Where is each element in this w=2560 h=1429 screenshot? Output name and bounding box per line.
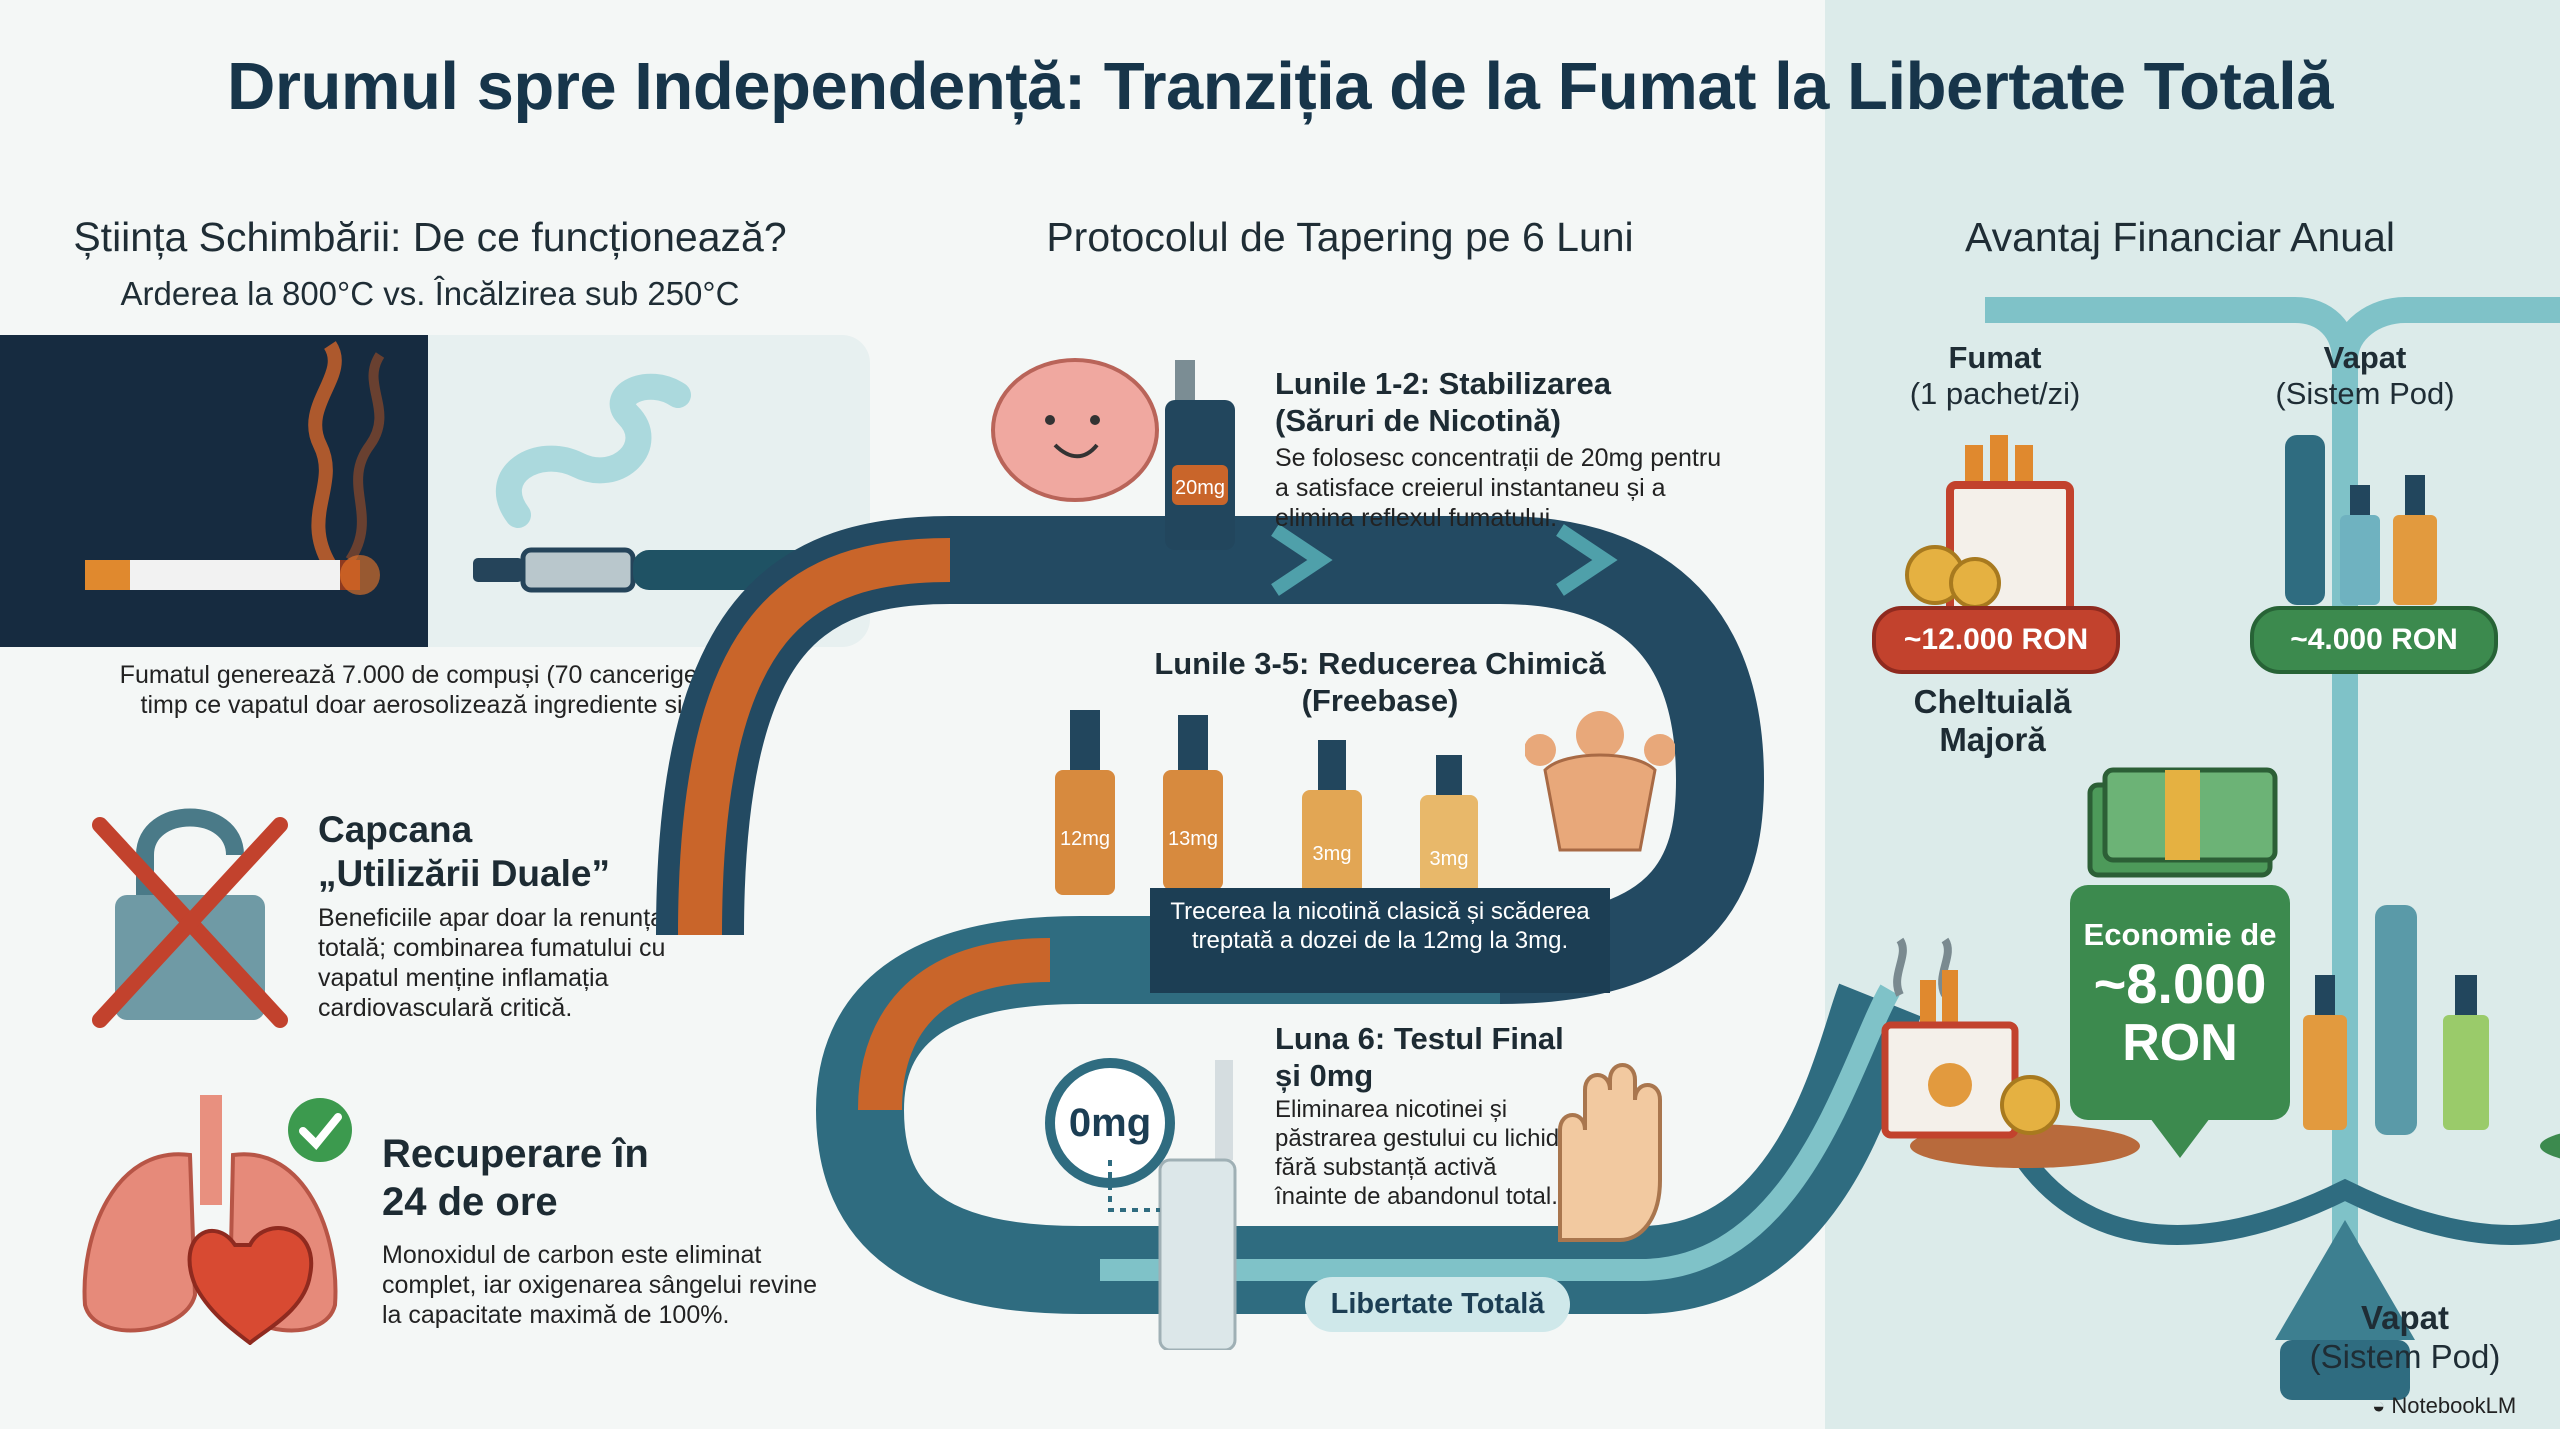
bottle-label-1: 12mg — [1060, 828, 1110, 850]
bottle-label-2: 13mg — [1168, 828, 1218, 850]
stage3-text: Eliminarea nicotinei și păstrarea gestul… — [1275, 1096, 1560, 1210]
nicotine-bottles: 12mg 13mg 3mg 3mg — [1055, 710, 1478, 895]
cigarette-pack-coins-icon — [1905, 435, 2074, 615]
cigarette-panel — [0, 335, 428, 647]
smoking-label-line1: Fumat — [1948, 340, 2042, 375]
major-expense-line1: Cheltuială — [1913, 683, 2072, 720]
lungs-heart-icon — [75, 1095, 365, 1346]
muscular-figure-icon — [1525, 711, 1675, 852]
stage1-text: Se folosesc concentrații de 20mg pentru … — [1275, 444, 1722, 532]
savings-pointer — [2150, 1118, 2210, 1158]
bottle-13mg: 13mg — [1163, 715, 1223, 890]
savings-line3: RON — [2122, 1014, 2238, 1072]
zero-mg-badge: 0mg — [1045, 1058, 1175, 1188]
stage1-title-line2: (Săruri de Nicotină) — [1275, 403, 1561, 438]
stage3-title-line1: Luna 6: Testul Final — [1275, 1021, 1564, 1056]
vaping-label: Vapat (Sistem Pod) — [2255, 340, 2475, 412]
bottom-vaping-label: Vapat (Sistem Pod) — [2285, 1298, 2525, 1376]
bottle-label-4: 3mg — [1430, 848, 1469, 870]
vaping-cost: ~4.000 RON — [2250, 606, 2498, 674]
vaping-label-line1: Vapat — [2323, 340, 2407, 375]
stage2-banner-text: Trecerea la nicotină clasică și scăderea… — [1170, 898, 1590, 954]
recovery-title-line2: 24 de ore — [382, 1180, 558, 1224]
savings-line1: Economie de — [2083, 917, 2277, 952]
stage2-title: Lunile 3-5: Reducerea Chimică (Freebase) — [1100, 645, 1660, 719]
branding-text: NotebookLM — [2391, 1393, 2517, 1418]
stage2-banner: Trecerea la nicotină clasică și scăderea… — [1150, 888, 1610, 993]
stage2-title-line2: (Freebase) — [1301, 683, 1459, 718]
science-subheading: Arderea la 800°C vs. Încălzirea sub 250°… — [120, 275, 740, 312]
stage3-title: Luna 6: Testul Final și 0mg — [1275, 1020, 1564, 1094]
bottle-label-3: 3mg — [1313, 843, 1352, 865]
dual-use-title: Capcana „Utilizării Duale” — [318, 808, 610, 896]
smoking-label: Fumat (1 pachet/zi) — [1895, 340, 2095, 412]
pod-and-liquids-icon — [2285, 435, 2437, 605]
page-title: Drumul spre Independență: Tranziția de l… — [227, 49, 2333, 124]
money-stack-icon — [2087, 767, 2278, 878]
savings-card: Economie de ~8.000 RON — [2070, 885, 2290, 1120]
recovery-title-line1: Recuperare în — [382, 1132, 649, 1176]
pod-device-icon — [1108, 1060, 1237, 1350]
pan-pod-liquids-icon — [2303, 905, 2489, 1135]
burning-cigarette-icon — [85, 341, 385, 595]
smoking-label-line2: (1 pachet/zi) — [1909, 376, 2081, 411]
tapering-heading: Protocolul de Tapering pe 6 Luni — [1046, 214, 1634, 260]
recovery-text: Monoxidul de carbon este eliminat comple… — [382, 1241, 817, 1329]
stage3-title-line2: și 0mg — [1275, 1058, 1374, 1093]
branding: ◒ NotebookLM — [2372, 1393, 2516, 1419]
comparison-text: Fumatul generează 7.000 de compuși (70 c… — [119, 661, 761, 719]
balance-scale — [1910, 297, 2560, 1400]
major-expense-note: Cheltuială Majoră — [1890, 683, 2095, 759]
recovery-title: Recuperare în 24 de ore — [382, 1130, 649, 1226]
brain-and-device-icon: 20mg — [991, 358, 1235, 550]
bottom-vaping-label-line1: Vapat — [2360, 1299, 2450, 1336]
stage1-title-line1: Lunile 1-2: Stabilizarea — [1275, 366, 1611, 401]
right-panel-background — [1825, 0, 2560, 1429]
financial-heading: Avantaj Financiar Anual — [1964, 214, 2396, 260]
dual-use-title-line2: „Utilizării Duale” — [318, 853, 610, 894]
notebooklm-logo-icon: ◒ — [2372, 1393, 2392, 1418]
device-dose-label: 20mg — [1175, 477, 1225, 499]
major-expense-line2: Majoră — [1939, 721, 2046, 758]
vaping-label-line2: (Sistem Pod) — [2275, 376, 2455, 411]
stage1-title: Lunile 1-2: Stabilizarea (Săruri de Nico… — [1275, 365, 1611, 439]
bottom-vaping-label-line2: (Sistem Pod) — [2309, 1338, 2501, 1375]
science-heading: Știința Schimbării: De ce funcționează? — [73, 214, 787, 260]
dual-use-title-line1: Capcana — [318, 809, 473, 850]
bottle-3mg-b: 3mg — [1420, 755, 1478, 895]
bottle-3mg-a: 3mg — [1302, 740, 1362, 895]
smoking-cost: ~12.000 RON — [1872, 606, 2120, 674]
pan-cigarettes-coins-icon — [1881, 937, 2060, 1139]
dual-use-text: Beneficiile apar doar la renunțarea tota… — [318, 904, 701, 1022]
stop-hand-icon — [1558, 1063, 1662, 1242]
freedom-label: Libertate Totală — [1305, 1277, 1570, 1332]
savings-line2: ~8.000 — [2093, 952, 2267, 1015]
stage2-title-line1: Lunile 3-5: Reducerea Chimică — [1154, 646, 1606, 681]
bottle-12mg: 12mg — [1055, 710, 1115, 895]
crossed-lock-icon — [90, 795, 290, 1035]
